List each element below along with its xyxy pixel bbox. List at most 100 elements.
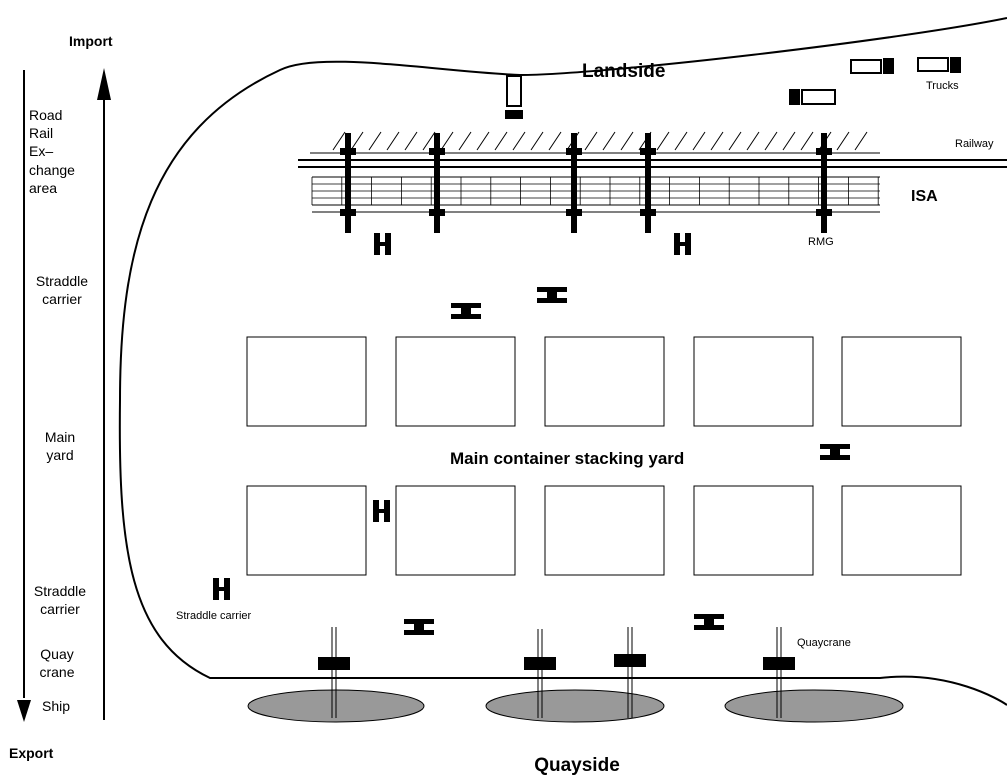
isa-grid [311, 176, 880, 213]
straddle-carrier-icon [373, 509, 390, 513]
rmg-crane [821, 133, 827, 233]
yard-blocks [246, 336, 962, 576]
rmg-crane-cap [640, 148, 656, 155]
stage-quay-crane: Quay crane [39, 646, 75, 681]
straddle-carrier-label: Straddle carrier [176, 610, 252, 622]
hatch-line [512, 131, 526, 151]
rmg-crane-cap [816, 148, 832, 155]
hatch-line [368, 131, 382, 151]
rmg-crane [571, 133, 577, 233]
main-yard-label: Main container stacking yard [450, 449, 685, 468]
rmg-crane-cap [566, 148, 582, 155]
trucks [505, 57, 961, 119]
stage-straddle-carrier-bottom: Straddle carrier [33, 583, 87, 618]
hatch-line [854, 131, 868, 151]
trucks-label: Trucks [926, 80, 959, 92]
truck-icon [789, 89, 836, 105]
hatch-line [494, 131, 508, 151]
rmg-crane [434, 133, 440, 233]
hatch-line [728, 131, 742, 151]
rmg-crane-cap [429, 209, 445, 216]
stage-ship: Ship [41, 698, 71, 714]
hatch-line [422, 131, 436, 151]
ship [485, 689, 665, 723]
rmg-crane [345, 133, 351, 233]
quay-cranes [318, 627, 795, 718]
rmg-crane-cap [640, 209, 656, 216]
rmg-crane-cap [816, 209, 832, 216]
quay-crane-body [614, 654, 646, 667]
straddle-carrier-icon [461, 303, 471, 319]
ships [247, 689, 904, 723]
stage-straddle-carrier-top: Straddle carrier [35, 273, 89, 308]
hatch-line [836, 131, 850, 151]
hatch-line [404, 131, 418, 151]
hatch-line [620, 131, 634, 151]
export-label: Export [9, 745, 54, 761]
rmg-crane-cap [566, 209, 582, 216]
straddle-carrier-icon [547, 287, 557, 303]
yard-block [544, 336, 665, 427]
straddle-carrier-icon [414, 619, 424, 635]
yard-block [841, 485, 962, 576]
hatch-line [548, 131, 562, 151]
hatch-line [746, 131, 760, 151]
straddle-carrier-icon [674, 242, 691, 246]
landside-label: Landside [582, 61, 666, 82]
hatch-line [530, 131, 544, 151]
straddle-carrier-icon [213, 587, 230, 591]
import-label: Import [69, 33, 113, 49]
stage-main-yard: Main yard [44, 429, 76, 464]
rmg-crane-cap [429, 148, 445, 155]
quay-crane-body [318, 657, 350, 670]
straddle-carrier-icon [830, 444, 840, 460]
yard-block [693, 336, 814, 427]
hatch-line [674, 131, 688, 151]
hatch-line [440, 131, 454, 151]
rmg-label: RMG [808, 236, 834, 248]
truck-icon [917, 57, 961, 73]
hatch-line [692, 131, 706, 151]
flow-arrow [17, 68, 111, 722]
ship [724, 689, 904, 723]
yard-block [693, 485, 814, 576]
railway-tracks [298, 152, 1007, 168]
hatch-line [332, 131, 346, 151]
yard-block [544, 485, 665, 576]
quaycrane-label: Quaycrane [797, 637, 851, 649]
quay-crane-body [524, 657, 556, 670]
hatch-line [350, 131, 364, 151]
stage-exchange-area: Road Rail Ex– change area [29, 107, 75, 196]
straddle-carriers [213, 233, 850, 635]
rmg-crane-cap [340, 209, 356, 216]
hatch-line [800, 131, 814, 151]
railway-label: Railway [955, 138, 994, 150]
hatch-line [656, 131, 670, 151]
rmg-crane-cap [340, 148, 356, 155]
quay-crane-body [763, 657, 795, 670]
hatch-line [764, 131, 778, 151]
yard-block [246, 336, 367, 427]
rmg-cranes [340, 133, 832, 233]
hatch-line [458, 131, 472, 151]
isa-label: ISA [911, 188, 938, 205]
yard-block [395, 336, 516, 427]
hatch-line [386, 131, 400, 151]
rmg-crane [645, 133, 651, 233]
hatch-line [710, 131, 724, 151]
truck-icon [505, 75, 523, 119]
parking-hatches [332, 131, 868, 151]
yard-block [841, 336, 962, 427]
straddle-carrier-icon [374, 242, 391, 246]
straddle-carrier-icon [704, 614, 714, 630]
quayside-label: Quayside [534, 755, 620, 776]
terminal-boundary [118, 17, 1007, 706]
hatch-line [602, 131, 616, 151]
hatch-line [782, 131, 796, 151]
hatch-line [476, 131, 490, 151]
yard-block [246, 485, 367, 576]
yard-block [395, 485, 516, 576]
hatch-line [584, 131, 598, 151]
truck-icon [850, 58, 894, 74]
